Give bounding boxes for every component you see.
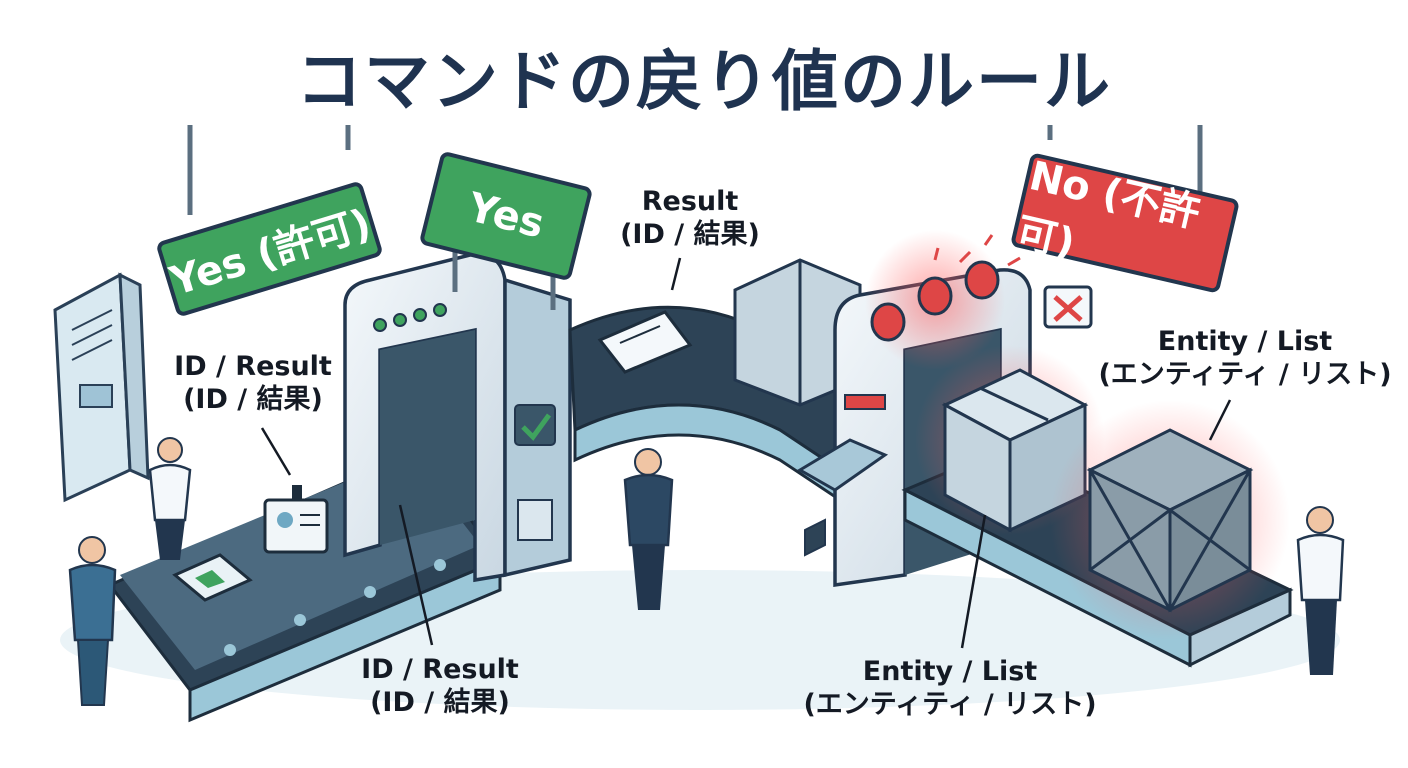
label-id-result-bottom-ja: (ID / 結果) (370, 687, 510, 718)
label-entity-right: Entity / List (エンティティ / リスト) (1095, 325, 1395, 391)
alarm-light-icon (865, 230, 1021, 370)
label-entity-bottom-en: Entity / List (862, 656, 1038, 687)
label-entity-right-ja: (エンティティ / リスト) (1098, 359, 1392, 390)
label-id-result-left: ID / Result (ID / 結果) (168, 350, 338, 416)
label-id-result-bottom-en: ID / Result (361, 654, 519, 685)
left-scanner (343, 252, 572, 583)
map-card-icon (172, 553, 253, 602)
id-booth (53, 272, 150, 503)
person-right-man (1296, 506, 1345, 675)
crate-icon (1050, 400, 1290, 640)
cross-icon (1043, 285, 1093, 329)
person-left-woman (148, 437, 192, 560)
label-id-result-left-ja: (ID / 結果) (183, 384, 323, 415)
id-card-icon (263, 485, 329, 554)
label-entity-bottom-ja: (エンティティ / リスト) (803, 689, 1097, 720)
label-entity-right-en: Entity / List (1157, 326, 1333, 357)
leader-lines (260, 257, 1232, 649)
label-result-top-ja: (ID / 結果) (620, 219, 760, 250)
label-entity-bottom: Entity / List (エンティティ / リスト) (800, 655, 1100, 721)
label-id-result-left-en: ID / Result (174, 351, 332, 382)
person-left-man (68, 536, 117, 706)
label-result-top: Result (ID / 結果) (610, 185, 770, 251)
page-title: コマンドの戻り値のルール (296, 43, 1112, 120)
check-icon (521, 413, 552, 441)
label-result-top-en: Result (641, 186, 739, 217)
person-center-man (623, 448, 674, 610)
label-id-result-bottom: ID / Result (ID / 結果) (350, 653, 530, 719)
